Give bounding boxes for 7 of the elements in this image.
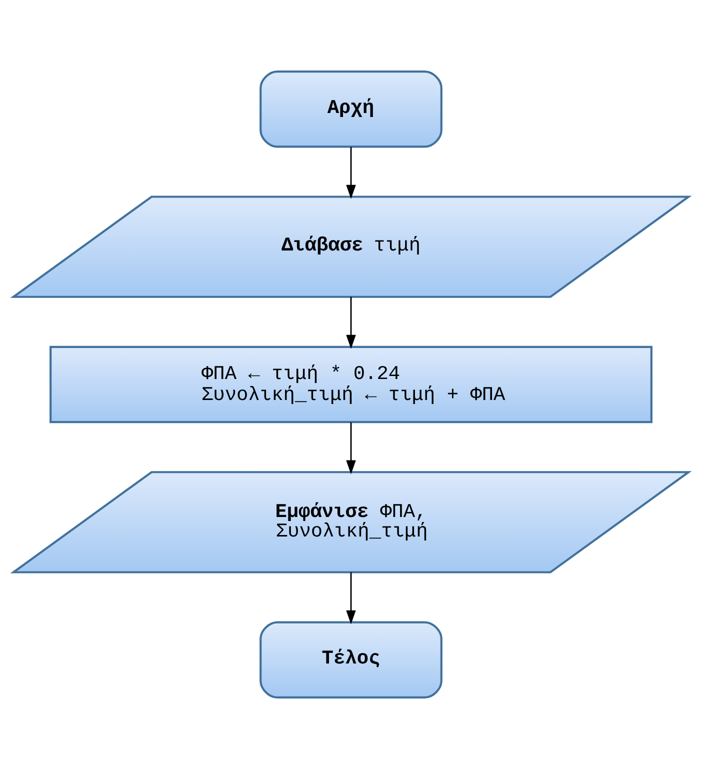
node-box: Αρχή bbox=[260, 70, 442, 148]
node-box: Τέλος bbox=[260, 621, 442, 698]
arrow bbox=[346, 296, 356, 349]
node-box: ΦΠΑ ← τιμή * 0.24 Συνολική_τιμή ← τιμή + ΦΠΑ bbox=[50, 346, 652, 424]
arrow bbox=[346, 572, 356, 624]
arrow bbox=[346, 422, 356, 474]
arrow bbox=[346, 147, 356, 199]
